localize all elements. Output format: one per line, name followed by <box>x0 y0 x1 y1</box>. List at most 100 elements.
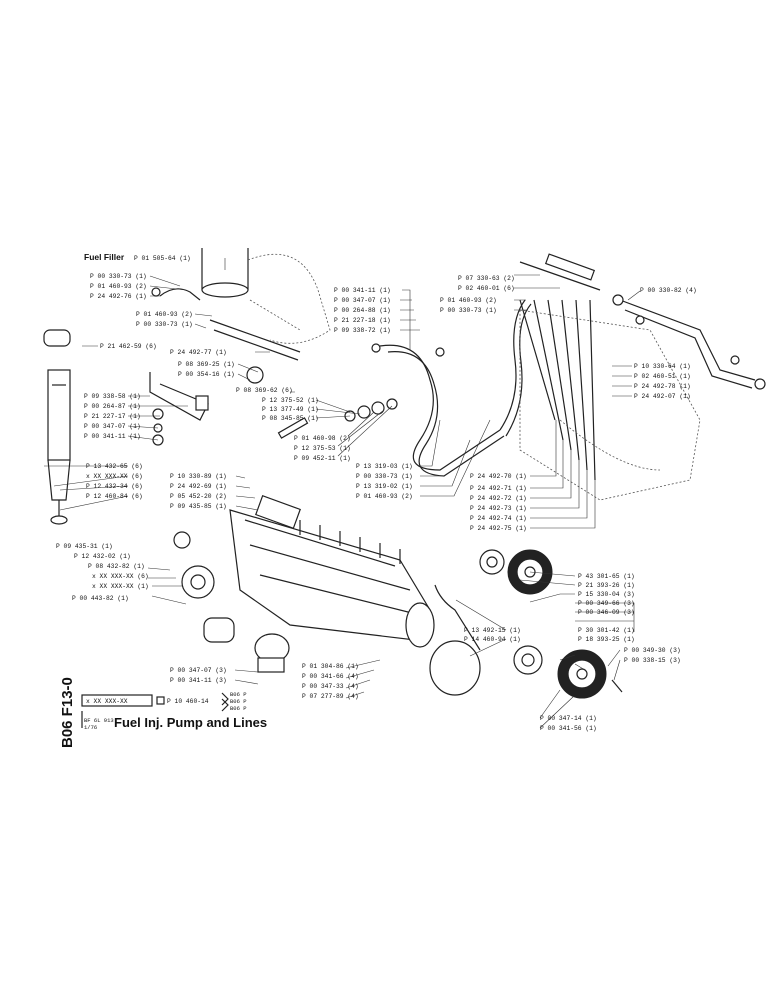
part-label: P 14 460-94 (1) <box>464 636 521 643</box>
part-label: P 01 304-86 (1) <box>302 663 359 670</box>
part-label: P 00 330-73 (1) <box>356 473 413 480</box>
part-label: P 02 460-01 (6) <box>458 285 515 292</box>
part-label: P 12 375-53 (1) <box>294 445 351 452</box>
part-label: P 24 492-70 (1) <box>470 473 527 480</box>
part-label: x XX XXX-XX (1) <box>92 583 149 590</box>
part-label: P 00 330-82 (4) <box>640 287 697 294</box>
part-label: P 01 460-98 (2) <box>294 435 351 442</box>
part-label: P 08 345-85 (1) <box>262 415 319 422</box>
part-label: P 21 227-18 (1) <box>334 317 391 324</box>
leader-lines <box>44 258 641 729</box>
fuel-filler-neck <box>151 248 331 361</box>
part-label: P 13 319-02 (1) <box>356 483 413 490</box>
part-label: P 24 492-07 (1) <box>634 393 691 400</box>
part-label: P 00 264-88 (1) <box>334 307 391 314</box>
footer-page: 1/76 <box>84 724 97 731</box>
fuel-filler-title: Fuel Filler <box>84 252 125 262</box>
part-label: P 08 369-25 (1) <box>178 361 235 368</box>
part-label: P 13 492-15 (1) <box>464 627 521 634</box>
part-label: P 13 432-65 (6) <box>86 463 143 470</box>
part-label: P 24 492-69 (1) <box>170 483 227 490</box>
part-label: P 00 330-73 (1) <box>90 273 147 280</box>
part-label: x XX XXX-XX (6) <box>86 473 143 480</box>
right-delivery-lines <box>612 294 766 390</box>
footer-variant: B06 P <box>230 698 247 705</box>
part-label: P 00 264-87 (1) <box>84 403 141 410</box>
part-label: P 01 460-93 (2) <box>356 493 413 500</box>
part-label: P 00 349-66 (3) <box>578 600 635 607</box>
part-label: P 24 492-72 (1) <box>470 495 527 502</box>
footer-ref-part: P 10 460-14 <box>167 698 209 705</box>
part-label: P 07 277-89 (4) <box>302 693 359 700</box>
part-label: P 09 338-58 (1) <box>84 393 141 400</box>
part-label: P 12 432-34 (6) <box>86 483 143 490</box>
part-label: P 00 330-73 (1) <box>440 307 497 314</box>
part-label: P 21 462-59 (6) <box>100 343 157 350</box>
part-label: P 00 349-30 (3) <box>624 647 681 654</box>
part-label: P 00 347-07 (1) <box>334 297 391 304</box>
part-label: P 00 347-14 (1) <box>540 715 597 722</box>
part-label: P 09 338-72 (1) <box>334 327 391 334</box>
part-label: P 00 338-15 (3) <box>624 657 681 664</box>
part-label: P 30 301-42 (1) <box>578 627 635 634</box>
part-label: P 10 330-64 (1) <box>634 363 691 370</box>
part-label: P 00 341-66 (4) <box>302 673 359 680</box>
part-label: P 10 330-89 (1) <box>170 473 227 480</box>
part-label: P 05 452-20 (2) <box>170 493 227 500</box>
part-label: P 02 460-51 (1) <box>634 373 691 380</box>
part-label: P 01 460-93 (2) <box>440 297 497 304</box>
sheet-side-title: B06 F13-0 <box>59 677 76 748</box>
part-label: P 09 435-31 (1) <box>56 543 113 550</box>
part-label: P 00 330-73 (1) <box>136 321 193 328</box>
part-label: P 09 452-11 (1) <box>294 455 351 462</box>
part-label: P 07 330-63 (2) <box>458 275 515 282</box>
part-label: P 00 341-56 (1) <box>540 725 597 732</box>
part-label: P 13 319-03 (1) <box>356 463 413 470</box>
part-label: P 15 330-04 (3) <box>578 591 635 598</box>
footer-engine: BF 6L 913 <box>84 717 114 724</box>
part-label: P 12 460-84 (6) <box>86 493 143 500</box>
part-label: P 00 347-07 (1) <box>84 423 141 430</box>
part-label: P 43 301-65 (1) <box>578 573 635 580</box>
part-label: P 09 435-85 (1) <box>170 503 227 510</box>
part-label: P 08 369-62 (6) <box>236 387 293 394</box>
part-label: P 13 377-49 (1) <box>262 406 319 413</box>
part-label: P 00 341-11 (3) <box>170 677 227 684</box>
part-label: P 00 346-09 (3) <box>578 609 635 616</box>
injection-pump-body <box>229 494 481 696</box>
part-label: P 08 432-82 (1) <box>88 563 145 570</box>
part-label: P 12 432-02 (1) <box>74 553 131 560</box>
part-label: P 00 347-07 (3) <box>170 667 227 674</box>
injection-lines <box>519 253 701 501</box>
part-label: P 24 492-73 (1) <box>470 505 527 512</box>
part-label: P 00 341-11 (1) <box>84 433 141 440</box>
part-label: P 12 375-52 (1) <box>262 397 319 404</box>
part-label: P 24 492-74 (1) <box>470 515 527 522</box>
fuel-filler-part-number: P 01 505-64 (1) <box>134 255 191 262</box>
clamp-bracket <box>149 372 209 446</box>
part-label: x XX XXX-XX (6) <box>92 573 149 580</box>
part-label: P 24 492-71 (1) <box>470 485 527 492</box>
fuel-hoses <box>371 299 532 477</box>
part-label: P 18 393-25 (1) <box>578 636 635 643</box>
part-label: P 24 492-76 (1) <box>90 293 147 300</box>
part-label: P 21 393-26 (1) <box>578 582 635 589</box>
part-label: P 01 460-93 (2) <box>90 283 147 290</box>
part-label: P 24 492-77 (1) <box>170 349 227 356</box>
feed-pump <box>173 531 290 673</box>
part-label: P 21 227-17 (1) <box>84 413 141 420</box>
part-label: P 24 492-78 (1) <box>634 383 691 390</box>
part-label: P 01 460-93 (2) <box>136 311 193 318</box>
part-label: P 24 492-75 (1) <box>470 525 527 532</box>
footer-title: Fuel Inj. Pump and Lines <box>114 715 267 730</box>
drive-gear-lower <box>513 645 623 699</box>
footer-variant: B06 P <box>230 705 247 712</box>
footer-variant: B06 P <box>230 691 247 698</box>
footer-code: x XX XXX-XX <box>86 698 128 705</box>
part-label: P 00 354-16 (1) <box>178 371 235 378</box>
part-label: P 00 341-11 (1) <box>334 287 391 294</box>
drive-gear-upper <box>479 549 553 595</box>
footer-block <box>81 692 229 728</box>
injector-nozzle <box>43 329 71 525</box>
